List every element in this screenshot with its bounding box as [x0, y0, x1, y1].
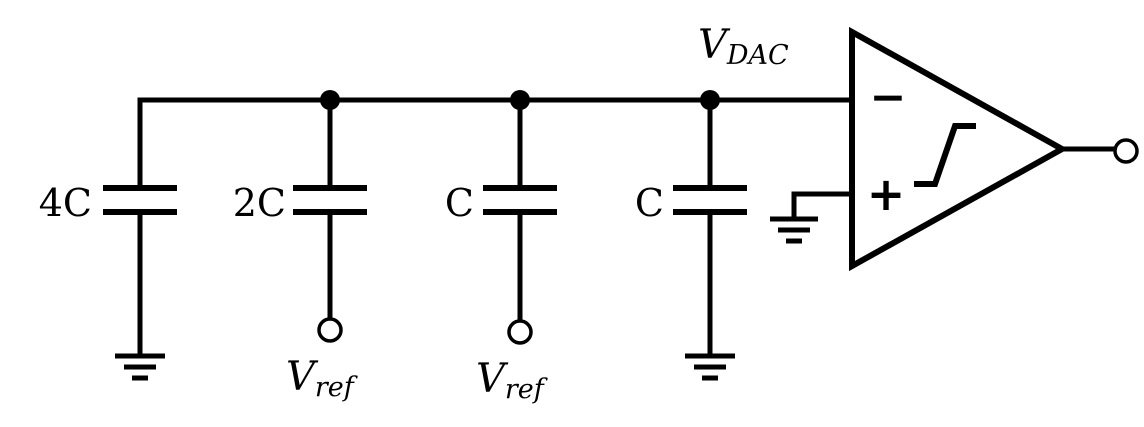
- comparator: − +: [791, 26, 1117, 272]
- vref-label-main: V: [286, 354, 319, 400]
- vref-label-sub: ref: [315, 372, 358, 403]
- output-terminal-icon: [1113, 138, 1139, 164]
- capacitor-label: 2C: [233, 181, 286, 225]
- vdac-label-sub: DAC: [726, 40, 789, 71]
- ground-icon: [770, 216, 818, 244]
- step-icon: [914, 123, 976, 187]
- junction-dot: [700, 90, 720, 110]
- capacitor-c-1: C: [445, 97, 557, 323]
- inverting-input-symbol: −: [870, 72, 907, 123]
- capacitor-label: 4C: [39, 181, 92, 225]
- vref-terminal-icon: [317, 317, 343, 343]
- vref-label-main: V: [476, 356, 509, 402]
- noninverting-input-symbol: +: [867, 167, 906, 221]
- vref-label: Vref: [476, 356, 548, 405]
- capacitor-4c: 4C: [39, 97, 177, 358]
- ground-icon: [685, 353, 735, 381]
- ground-icon: [115, 353, 165, 381]
- vref-label-sub: ref: [505, 374, 548, 405]
- vdac-label-main: V: [698, 22, 731, 68]
- capacitor-label: C: [445, 181, 474, 225]
- vref-label: Vref: [286, 354, 358, 403]
- vdac-label: VDAC: [698, 22, 789, 71]
- comparator-triangle-icon: [849, 26, 1069, 272]
- capacitor-c-2: C: [635, 97, 747, 358]
- vref-terminal-icon: [507, 319, 533, 345]
- junction-dot: [510, 90, 530, 110]
- capacitor-label: C: [635, 181, 664, 225]
- capacitor-2c: 2C: [233, 97, 367, 321]
- junction-dot: [320, 90, 340, 110]
- noninverting-wire: [791, 191, 855, 221]
